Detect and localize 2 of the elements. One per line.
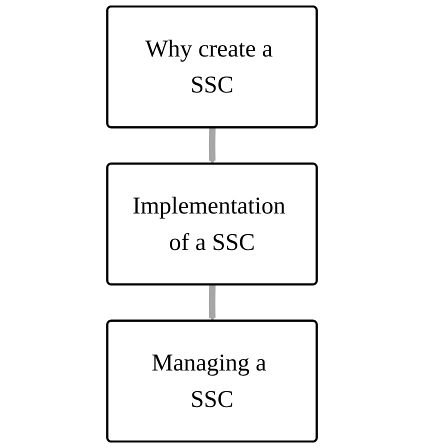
arrow	[208, 127, 216, 164]
arrow	[208, 284, 216, 322]
